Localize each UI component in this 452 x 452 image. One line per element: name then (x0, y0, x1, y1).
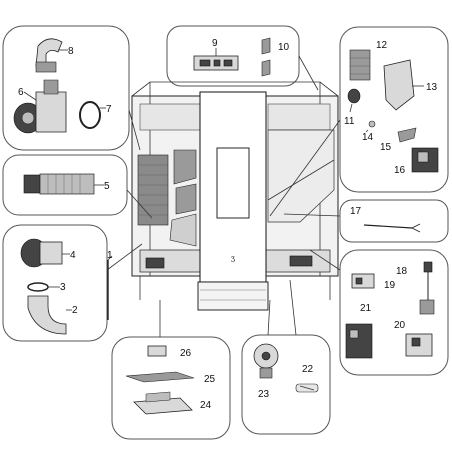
part-8-elbow-pipe (35, 38, 68, 73)
callout-2: 2 (72, 305, 78, 316)
part-4-combustion-fan (20, 238, 70, 268)
callout-7: 7 (106, 104, 112, 115)
callout-22: 22 (302, 364, 314, 375)
callout-20: 20 (394, 320, 406, 331)
part-5-igniter (23, 173, 104, 195)
callout-9: 9 (212, 38, 218, 49)
part-11-bearing (347, 88, 361, 113)
part-2-elbow-intake (27, 295, 72, 335)
brand-logo: Ʒ (231, 256, 235, 264)
part-19-switch (351, 273, 375, 289)
callout-11: 11 (344, 116, 355, 127)
part-12-board (349, 49, 371, 81)
callout-23: 23 (258, 389, 270, 400)
part-9-control-board (193, 48, 239, 71)
stove-body (131, 81, 339, 300)
callout-8: 8 (68, 46, 74, 57)
part-26-cup (147, 345, 167, 357)
callout-14: 14 (362, 132, 374, 143)
callout-15: 15 (380, 142, 392, 153)
leader-lines (106, 55, 341, 337)
part-10-bracket (261, 37, 271, 77)
part-20-valve (405, 333, 433, 357)
left-vent-grid (137, 154, 169, 226)
callout-25: 25 (204, 374, 216, 385)
callout-1: 1 (107, 250, 113, 261)
part-23-motor (253, 343, 279, 379)
callout-12: 12 (376, 40, 388, 51)
part-25-grate (125, 371, 195, 383)
callout-26: 26 (180, 348, 192, 359)
box-ash-pan (111, 336, 231, 440)
callout-3: 3 (60, 282, 66, 293)
callout-18: 18 (396, 266, 408, 277)
part-15-plate (397, 127, 417, 143)
callout-16: 16 (394, 165, 406, 176)
part-6-exhaust-fan (13, 79, 67, 134)
part-18-sensor (419, 261, 435, 315)
callout-13: 13 (426, 82, 438, 93)
callout-19: 19 (384, 280, 396, 291)
callout-5: 5 (104, 181, 110, 192)
part-13-auger-housing (383, 59, 424, 111)
part-24-ash-tray (133, 391, 193, 415)
callout-6: 6 (18, 87, 24, 98)
part-7-gasket-ring (79, 101, 106, 129)
part-14-screw (365, 120, 376, 133)
box-thermocouple (339, 199, 449, 243)
part-1-probe (107, 255, 113, 320)
part-3-ring (27, 282, 60, 292)
callout-21: 21 (360, 303, 372, 314)
front-panel: Ʒ (197, 91, 269, 311)
part-22-fuse (295, 383, 319, 393)
callout-10: 10 (278, 42, 290, 53)
callout-17: 17 (350, 206, 362, 217)
callout-4: 4 (70, 250, 76, 261)
part-21-relay (345, 323, 373, 359)
callout-24: 24 (200, 400, 212, 411)
part-16-auger-motor (411, 147, 439, 173)
part-17-thermocouple (363, 223, 421, 233)
